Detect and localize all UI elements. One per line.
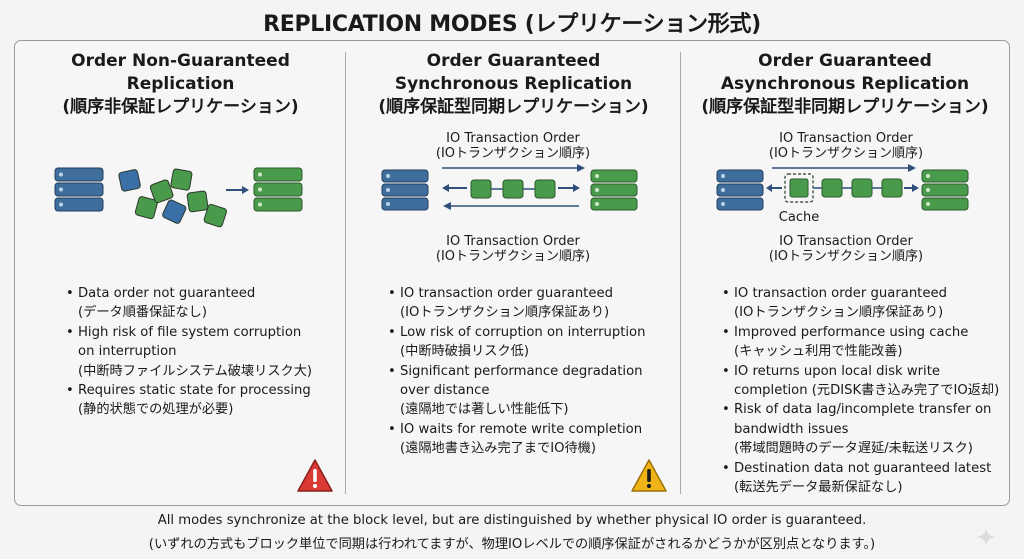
mode-column-order-guaranteed-async: Order Guaranteed Asynchronous Replicatio… bbox=[682, 40, 1008, 504]
footer-note: All modes synchronize at the block level… bbox=[157, 513, 867, 528]
bullet-item: IO transaction order guaranteed (IOトランザク… bbox=[722, 284, 1004, 323]
bottom-order-label: IO Transaction Order bbox=[446, 234, 580, 249]
page-title: REPLICATION MODES (レプリケーション形式) bbox=[263, 12, 761, 37]
bottom-order-label-ja: (IOトランザクション順序) bbox=[769, 249, 923, 264]
bullet-item: Low risk of corruption on interruption (… bbox=[388, 323, 676, 362]
source-storage-icon bbox=[381, 169, 429, 211]
destination-storage-icon bbox=[921, 169, 969, 211]
cache-icon bbox=[784, 173, 814, 203]
cache-label: Cache bbox=[779, 210, 819, 225]
column-heading: Order Guaranteed Synchronous Replication… bbox=[378, 51, 649, 117]
bullet-list: Data order not guaranteed (データ順番保証なし) Hi… bbox=[66, 284, 341, 420]
return-arrow-icon bbox=[442, 184, 467, 192]
source-storage-icon bbox=[54, 167, 104, 212]
ordered-blocks bbox=[470, 179, 556, 199]
destination-storage-icon bbox=[253, 167, 303, 212]
destination-storage-icon bbox=[590, 169, 638, 211]
column-heading: Order Guaranteed Asynchronous Replicatio… bbox=[701, 51, 989, 117]
bullet-item: Destination data not guaranteed latest (… bbox=[722, 459, 1004, 498]
bottom-order-label-ja: (IOトランザクション順序) bbox=[436, 249, 590, 264]
top-order-label: IO Transaction Order bbox=[779, 131, 913, 146]
sync-diagram: IO Transaction Order (IOトランザクション順序) bbox=[381, 131, 638, 264]
column-heading: Order Non-Guaranteed Replication (順序非保証レ… bbox=[62, 51, 299, 117]
bullet-item: Data order not guaranteed (データ順番保証なし) bbox=[66, 284, 341, 323]
source-storage-icon bbox=[716, 169, 764, 211]
top-order-arrow bbox=[772, 164, 916, 172]
footer-note-ja: (いずれの方式もブロック単位で同期は行われてますが、物理IOレベルでの順序保証が… bbox=[148, 537, 876, 552]
column-divider-1 bbox=[345, 52, 346, 494]
arrow-icon bbox=[226, 186, 249, 194]
bullet-list: IO transaction order guaranteed (IOトランザク… bbox=[388, 284, 676, 459]
bullet-item: Improved performance using cache (キャッシュ利… bbox=[722, 323, 1004, 362]
bullet-item: Significant performance degradation over… bbox=[388, 362, 676, 420]
return-arrow-icon bbox=[766, 184, 782, 192]
scattered-blocks bbox=[118, 168, 228, 228]
warning-icon bbox=[631, 459, 667, 492]
non-guaranteed-diagram bbox=[54, 167, 303, 228]
bottom-order-label: IO Transaction Order bbox=[779, 234, 913, 249]
bullet-item: IO waits for remote write completion (遠隔… bbox=[388, 420, 676, 459]
async-diagram: IO Transaction Order (IOトランザクション順序) Cach… bbox=[716, 131, 969, 264]
bullet-item: IO returns upon local disk write complet… bbox=[722, 362, 1004, 401]
mode-column-order-guaranteed-sync: Order Guaranteed Synchronous Replication… bbox=[347, 40, 680, 504]
top-order-label-ja: (IOトランザクション順序) bbox=[436, 146, 590, 161]
forward-arrow-icon bbox=[558, 184, 580, 192]
bullet-item: IO transaction order guaranteed (IOトランザク… bbox=[388, 284, 676, 323]
column-divider-2 bbox=[680, 52, 681, 494]
mode-column-order-non-guaranteed: Order Non-Guaranteed Replication (順序非保証レ… bbox=[16, 40, 345, 504]
forward-arrow-icon bbox=[904, 184, 919, 192]
top-order-label: IO Transaction Order bbox=[446, 131, 580, 146]
sparkle-icon bbox=[976, 527, 996, 547]
bullet-item: Risk of data lag/incomplete transfer on … bbox=[722, 400, 1004, 458]
ordered-blocks bbox=[813, 178, 903, 198]
bullet-item: High risk of file system corruption on i… bbox=[66, 323, 341, 381]
warning-icon bbox=[297, 459, 333, 492]
top-order-arrow bbox=[442, 164, 585, 172]
bullet-list: IO transaction order guaranteed (IOトランザク… bbox=[722, 284, 1004, 497]
bullet-item: Requires static state for processing (静的… bbox=[66, 381, 341, 420]
top-order-label-ja: (IOトランザクション順序) bbox=[769, 146, 923, 161]
ack-arrow-icon bbox=[443, 202, 579, 210]
